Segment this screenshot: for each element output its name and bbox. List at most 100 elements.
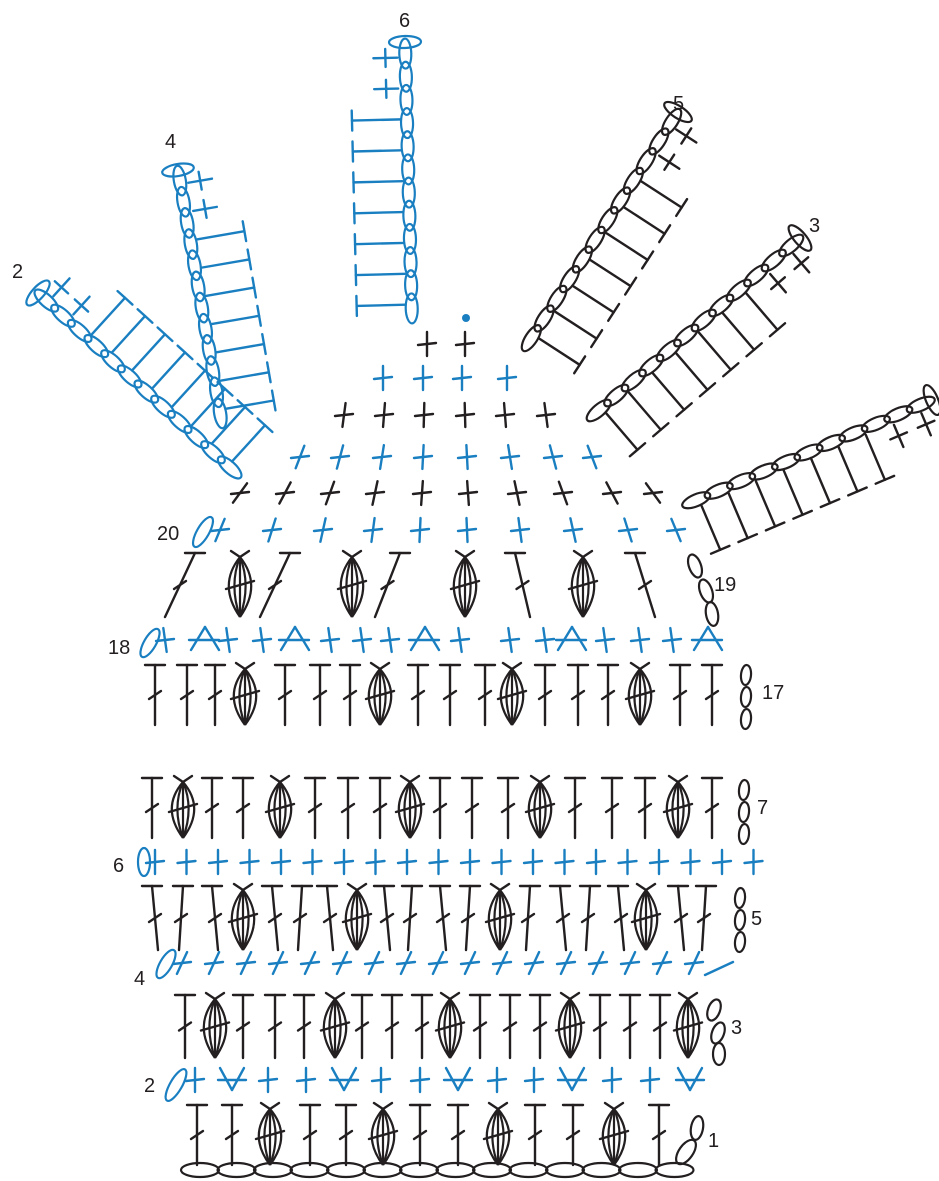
double-crochet-symbol	[355, 303, 407, 308]
puff-stitch-symbol	[484, 912, 516, 924]
single-crochet-symbol	[651, 960, 673, 966]
puff-stitch-symbol	[485, 1108, 499, 1166]
puff-stitch-symbol	[686, 998, 695, 1059]
double-crochet-symbol	[147, 689, 163, 701]
single-crochet-symbol	[154, 637, 176, 643]
chain-stitch	[689, 1115, 705, 1141]
puff-stitch-symbol	[524, 802, 556, 814]
decrease-symbol	[203, 625, 221, 652]
puff-stitch-symbol	[350, 556, 359, 618]
single-crochet-symbol	[711, 859, 733, 865]
chain-stitch	[739, 663, 753, 687]
puff-stitch-symbol	[687, 998, 701, 1059]
puff-stitch-symbol	[408, 774, 421, 784]
chain-stitch	[197, 312, 214, 345]
double-crochet-symbol	[768, 322, 787, 338]
puff-stitch-symbol	[511, 668, 525, 726]
single-crochet-symbol	[648, 859, 670, 865]
puff-stitch-symbol	[638, 668, 647, 726]
puff-stitch-symbol	[364, 689, 396, 701]
puff-stitch-symbol	[336, 579, 368, 591]
puff-stitch-symbol	[167, 802, 199, 814]
chain-stitch	[710, 1021, 726, 1045]
puff-stitch-symbol	[448, 998, 457, 1059]
puff-stitch-symbol	[243, 668, 252, 726]
puff-stitch-symbol	[254, 1129, 286, 1141]
row-label-18: 18	[108, 637, 130, 659]
chain-stitch	[116, 364, 143, 389]
single-crochet-symbol	[743, 859, 764, 865]
puff-stitch-symbol	[259, 1101, 272, 1111]
puff-stitch-symbol	[333, 991, 346, 1001]
chain-stitch	[133, 379, 160, 404]
row-label-3: 3	[731, 1017, 742, 1039]
puff-stitch-symbol	[257, 1108, 271, 1166]
single-crochet-symbol	[409, 1077, 431, 1083]
puff-stitch-symbol	[672, 1021, 704, 1032]
double-crochet-symbol	[607, 302, 621, 322]
chain-stitch	[533, 304, 555, 333]
puff-stitch-symbol	[434, 1021, 466, 1032]
puff-stitch-symbol	[624, 689, 656, 701]
double-crochet-symbol	[764, 521, 786, 532]
row-label-4: 4	[134, 968, 145, 990]
single-crochet-symbol	[454, 341, 476, 347]
double-crochet-symbol	[156, 326, 174, 343]
puff-stitch-symbol	[501, 661, 514, 671]
single-crochet-symbol	[203, 960, 225, 966]
double-crochet-symbol	[265, 361, 272, 384]
puff-stitch-symbol	[635, 882, 648, 892]
chain-stitch	[655, 338, 682, 363]
chain-stitch	[194, 291, 210, 324]
chain-stitch	[83, 333, 110, 359]
double-crochet-symbol	[450, 1129, 466, 1141]
chain-stitch	[673, 323, 700, 348]
single-crochet-symbol	[209, 527, 231, 533]
double-crochet-symbol	[709, 544, 731, 555]
double-crochet-symbol	[351, 149, 403, 153]
puff-stitch-symbol	[448, 991, 461, 1001]
double-crochet-symbol	[592, 1021, 608, 1032]
double-crochet-symbol	[379, 912, 395, 924]
single-crochet-symbol	[499, 454, 521, 460]
single-crochet-symbol	[522, 859, 544, 865]
single-crochet-symbol	[601, 490, 623, 496]
double-crochet-symbol	[532, 1021, 548, 1032]
chain-stitch	[635, 147, 657, 176]
finger-label-5: 5	[673, 93, 684, 115]
chain-stitch	[654, 1161, 695, 1179]
puff-stitch-symbol	[644, 882, 657, 892]
puff-stitch-symbol	[463, 549, 476, 559]
single-crochet-symbol	[427, 960, 449, 966]
double-crochet-symbol	[179, 689, 195, 701]
chain-stitch	[216, 1161, 257, 1179]
double-crochet-symbol	[230, 424, 267, 463]
double-crochet-symbol	[460, 912, 476, 924]
double-crochet-symbol	[672, 689, 688, 701]
double-crochet-symbol	[698, 382, 717, 398]
chain-stitch	[622, 166, 645, 195]
puff-stitch-symbol	[452, 556, 466, 618]
puff-stitch-symbol	[529, 774, 542, 784]
chain-stitch	[706, 998, 722, 1022]
single-crochet-symbol	[703, 960, 735, 977]
double-crochet-symbol	[792, 509, 813, 520]
chain-stitch	[733, 930, 747, 954]
double-crochet-symbol	[704, 802, 720, 814]
double-crochet-symbol	[236, 399, 254, 415]
chain-stitch	[66, 318, 93, 344]
double-crochet-symbol	[256, 417, 274, 434]
single-crochet-symbol	[454, 412, 476, 418]
double-crochet-symbol	[604, 411, 639, 451]
double-crochet-symbol	[340, 802, 356, 814]
double-crochet-symbol	[588, 258, 632, 288]
chain-stitch	[435, 1161, 476, 1179]
single-crochet-symbol	[364, 490, 386, 496]
double-crochet-symbol	[296, 1021, 312, 1032]
puff-stitch-symbol	[381, 1108, 390, 1166]
chain-stitch	[150, 394, 176, 419]
puff-stitch-symbol	[496, 1108, 505, 1166]
double-crochet-symbol	[110, 314, 147, 354]
finger-label-4: 4	[165, 131, 176, 153]
puff-stitch-symbol	[464, 556, 478, 618]
